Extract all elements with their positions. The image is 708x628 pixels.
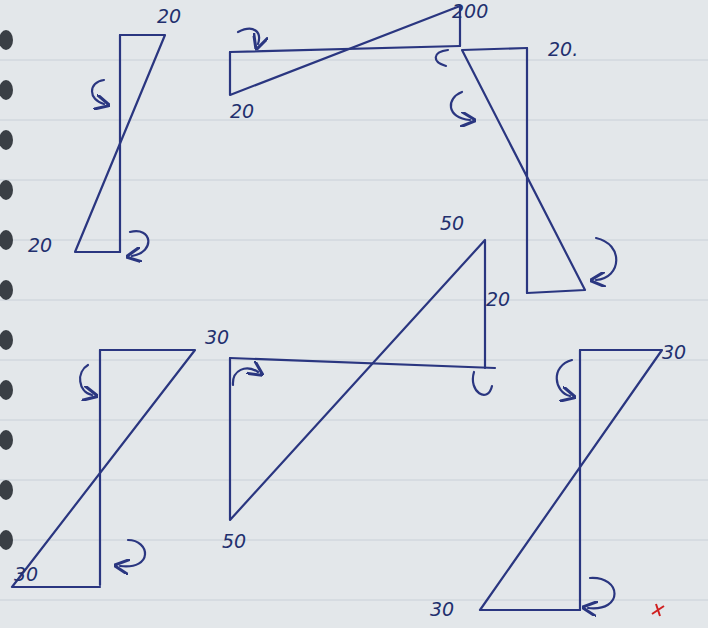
moment-value: 20 [230, 102, 254, 121]
red-tick [652, 604, 664, 616]
moment-value: 30 [662, 343, 686, 362]
moment-value: 20 [28, 236, 52, 255]
moment-value: 30 [205, 328, 229, 347]
moment-value: 20 [157, 7, 181, 26]
ruled-lines [0, 60, 708, 600]
moment-diagrams [12, 6, 662, 610]
moment-value: 30 [14, 565, 38, 584]
moment-value: 50 [222, 532, 246, 551]
moment-value: 50 [440, 214, 464, 233]
moment-value: 30 [430, 600, 454, 619]
moment-value: 20. [548, 40, 578, 59]
moment-value: 200 [452, 2, 488, 21]
spiral-holes [0, 30, 13, 550]
moment-value: 20 [486, 290, 510, 309]
